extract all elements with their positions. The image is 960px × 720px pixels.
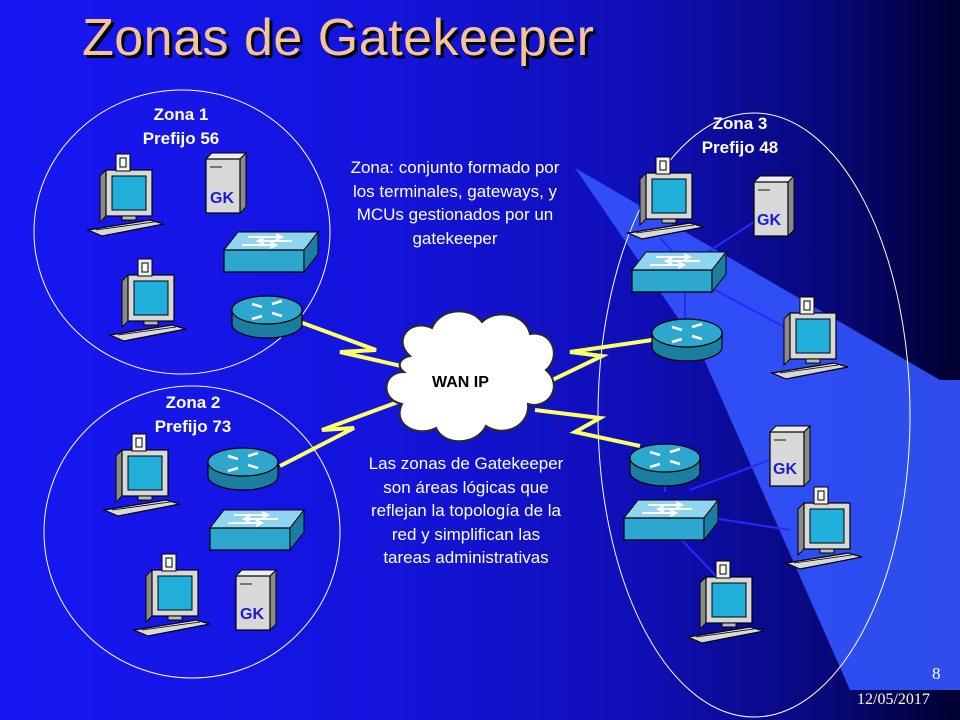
gatekeeper-label: GK [240,606,264,623]
highlight-beam [575,168,960,690]
slide-title: Zonas de Gatekeeper [82,9,595,67]
zone-definition-note: Zona: conjunto formado por los terminale… [350,158,560,248]
wan-link-zone-3-bottom [534,408,641,448]
switch-icon [223,231,319,273]
switch-icon [631,251,727,293]
wan-link-zone-2 [279,400,399,468]
page-number: 8 [932,664,941,683]
router-icon [206,446,280,492]
wan-links [279,320,653,468]
router-icon [628,442,702,488]
workstation-icon [687,560,765,644]
workstation-icon [103,433,181,517]
zone-1-label: Zona 1 Prefijo 56 [126,103,236,151]
wan-link-zone-3-top [547,338,653,384]
zone-1-boundary [33,89,331,375]
zone-2-boundary [43,385,341,679]
zone-2-name: Zona 2 [165,393,221,412]
router-icon [650,317,724,363]
switch-icon [623,499,719,541]
zone-3-prefix: Prefijo 48 [701,138,779,157]
router-icon [230,294,304,340]
workstation-icon [109,258,187,342]
wan-link-zone-1 [299,320,411,370]
zone-purpose-note: Las zonas de Gatekeeper son áreas lógica… [368,454,564,567]
zone-3-boundary [597,112,911,718]
wan-label: WAN IP [432,374,489,391]
gatekeeper-label: GK [210,190,234,207]
wan-cloud-icon [385,310,555,443]
workstation-icon [133,553,211,637]
gatekeeper-label: GK [757,212,781,229]
zone-2-prefix: Prefijo 73 [154,417,232,436]
switch-icon [209,509,305,551]
zone-1-prefix: Prefijo 56 [142,129,220,148]
zone-3-name: Zona 3 [712,114,768,133]
workstation-icon [87,153,165,237]
slide-date: 12/05/2017 [857,691,930,708]
zone-3-label: Zona 3 Prefijo 48 [685,112,795,160]
zone-1-name: Zona 1 [153,105,209,124]
gatekeeper-label: GK [773,461,797,478]
zone-2-label: Zona 2 Prefijo 73 [138,391,248,439]
